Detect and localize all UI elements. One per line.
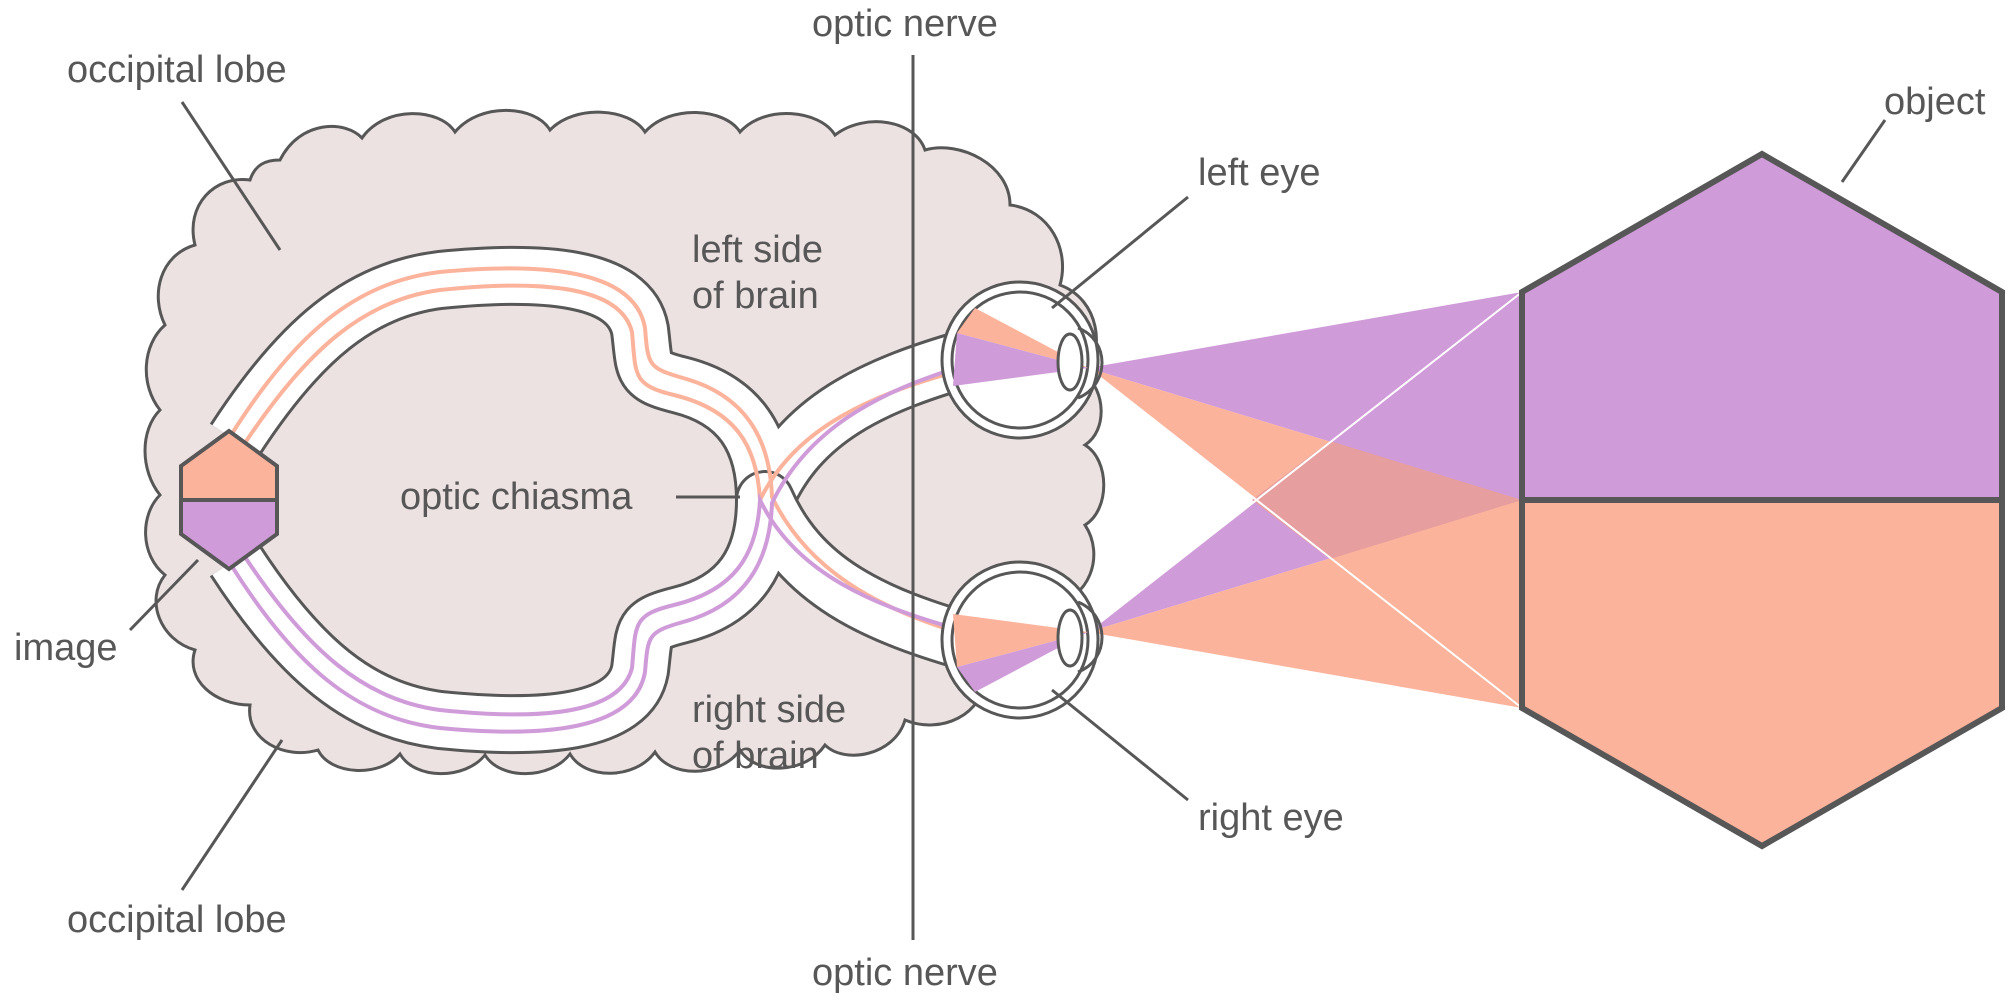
label-optic-nerve-top: optic nerve: [812, 3, 998, 45]
object-hexagon: [1519, 150, 2005, 850]
object-lower-half: [1522, 500, 2002, 846]
label-optic-chiasma: optic chiasma: [400, 476, 633, 518]
light-rays: [1087, 291, 1523, 709]
ray-overlap: [1252, 441, 1522, 559]
occipital-top-leader: [180, 101, 282, 251]
optic-tracts: [209, 245, 988, 755]
label-left-side-line2: of brain: [692, 275, 819, 317]
object-upper-half: [1522, 154, 2002, 500]
image-lower-half: [181, 500, 277, 569]
label-left-side-line1: left side: [692, 229, 823, 271]
label-occipital-lobe-top: occipital lobe: [67, 49, 287, 91]
labels: occipital lobe occipital lobe image left…: [14, 3, 1986, 994]
right-retina-purple: [957, 632, 1088, 692]
left-retina-purple: [953, 333, 1088, 386]
purple-fibre-2: [243, 492, 981, 717]
label-right-side-line1: right side: [692, 689, 846, 731]
leader-lines: [128, 55, 1887, 940]
occipital-bottom-leader: [180, 739, 284, 891]
salmon-fibre-1: [226, 266, 986, 642]
label-object: object: [1884, 81, 1986, 123]
object-leader: [1840, 119, 1887, 183]
label-right-eye: right eye: [1198, 797, 1344, 839]
left-eye: [940, 280, 1104, 440]
left-eye-leader: [1051, 195, 1189, 310]
label-image: image: [14, 627, 118, 669]
label-right-side-line2: of brain: [692, 735, 819, 777]
right-eye-leader: [1051, 688, 1189, 802]
left-retina-salmon: [957, 308, 1088, 368]
purple-fibre-1: [226, 358, 986, 734]
image-upper-half: [181, 431, 277, 500]
salmon-fibre-2: [243, 283, 981, 508]
ray-bottom-to-right-eye: [1088, 500, 1522, 708]
label-optic-nerve-bottom: optic nerve: [812, 952, 998, 994]
label-left-eye: left eye: [1198, 152, 1321, 194]
right-retina-salmon: [953, 614, 1088, 667]
image-hexagon: [179, 428, 279, 572]
image-leader: [128, 558, 200, 632]
right-eye: [940, 560, 1104, 720]
label-occipital-lobe-bottom: occipital lobe: [67, 899, 287, 941]
